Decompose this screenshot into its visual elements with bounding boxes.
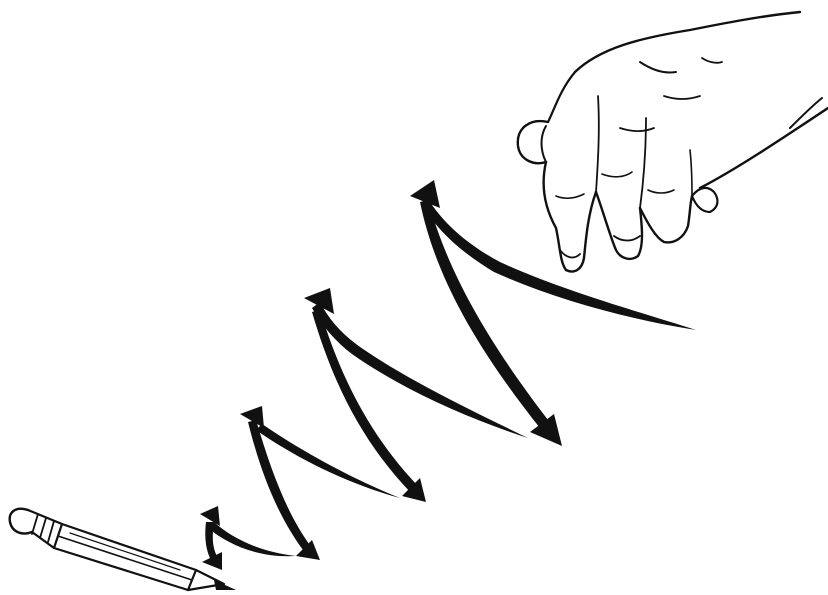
hand-icon bbox=[518, 12, 828, 272]
zigzag-arrows-icon bbox=[200, 180, 696, 570]
motion-arrow-4 bbox=[312, 310, 426, 502]
motion-arrow-2 bbox=[420, 200, 562, 446]
motion-arrow-1 bbox=[410, 180, 696, 330]
pencil-icon bbox=[10, 509, 236, 590]
